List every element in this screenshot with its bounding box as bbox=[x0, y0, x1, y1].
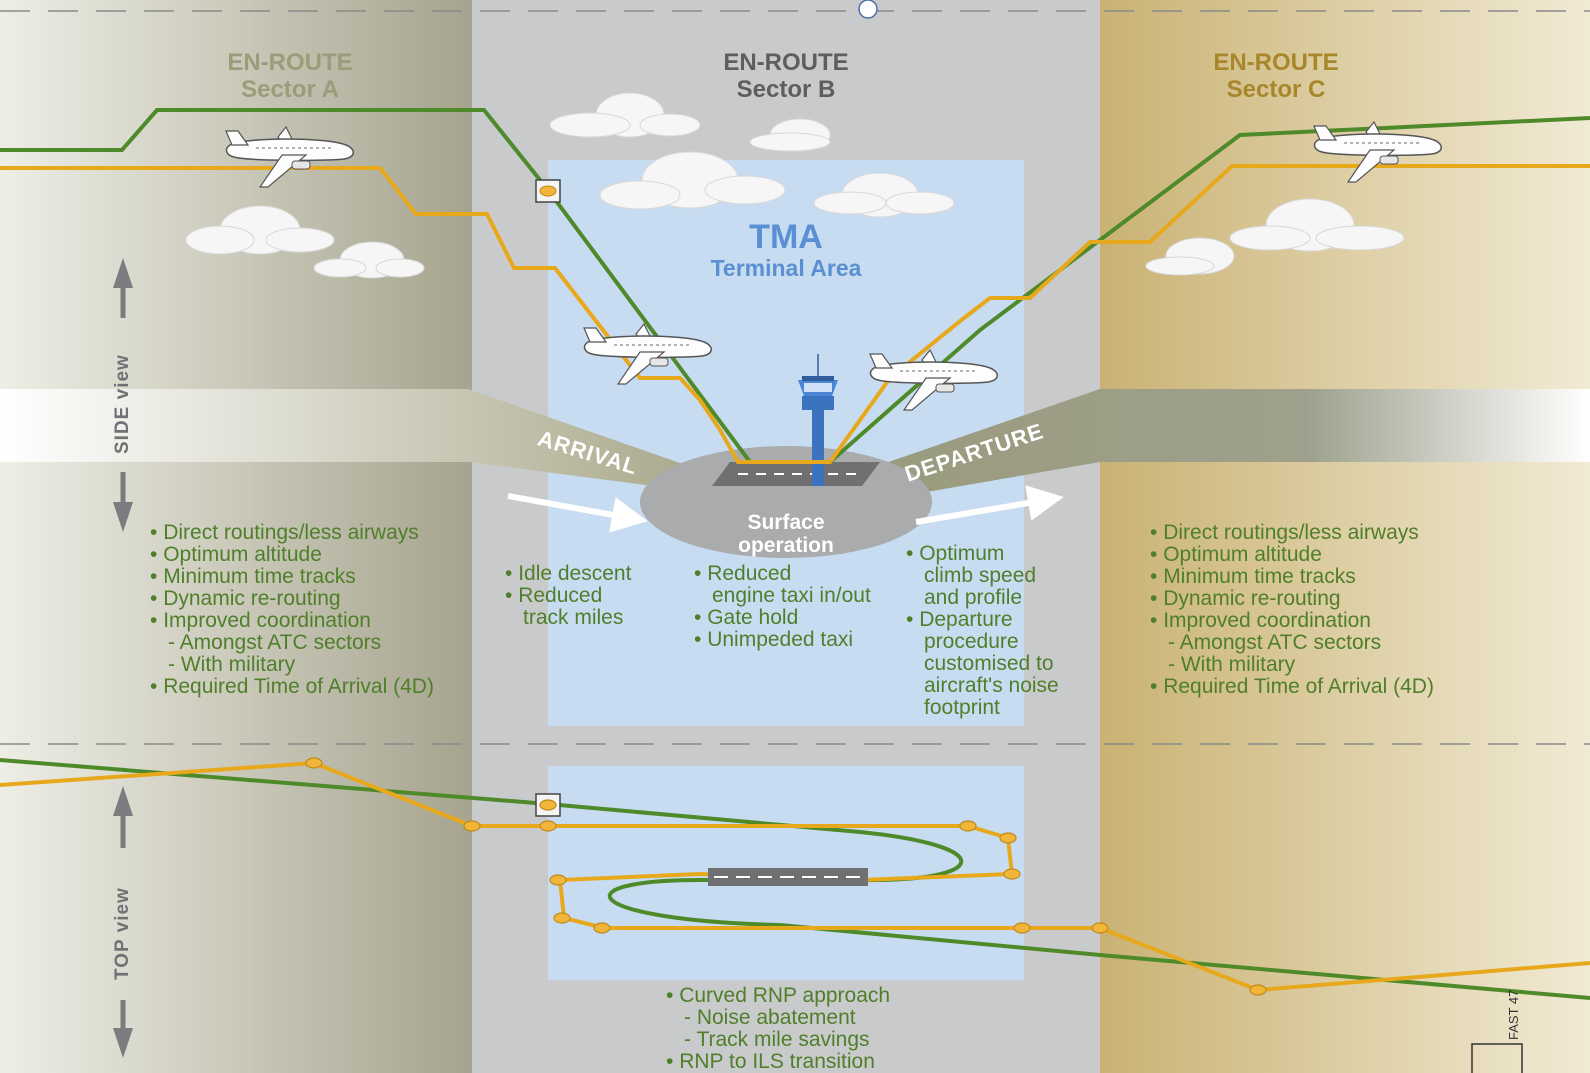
top-handle bbox=[858, 0, 878, 19]
waypoint-dot bbox=[463, 820, 481, 832]
benefit-item: Optimum bbox=[906, 543, 1059, 565]
sector-a-subtitle: Sector A bbox=[241, 76, 339, 103]
cloud bbox=[599, 151, 786, 210]
waypoint-dot bbox=[959, 820, 977, 832]
aircraft-icon bbox=[225, 125, 354, 188]
top-view-axis-arrow bbox=[113, 786, 133, 1058]
benefit-item: Dynamic re-routing bbox=[1150, 588, 1434, 610]
benefit-item: Direct routings/less airways bbox=[150, 522, 434, 544]
departure-band bbox=[880, 389, 1590, 500]
benefit-item: Improved coordination bbox=[1150, 610, 1434, 632]
aircraft-icon bbox=[583, 322, 712, 385]
tma-subtitle: Terminal Area bbox=[711, 255, 862, 281]
waypoint-dot bbox=[553, 912, 571, 924]
benefit-item: Direct routings/less airways bbox=[1150, 522, 1434, 544]
benefit-item: aircraft's noise bbox=[924, 674, 1059, 697]
benefit-item: track miles bbox=[523, 606, 624, 629]
waypoint-dot bbox=[1013, 922, 1031, 934]
cloud bbox=[549, 92, 701, 138]
sector-a-title: EN-ROUTE bbox=[227, 49, 352, 76]
control-tower-icon bbox=[798, 354, 838, 486]
benefit-item: Improved coordination bbox=[150, 610, 434, 632]
benefit-item: - Track mile savings bbox=[684, 1028, 870, 1051]
surface-operation-label-line1: Surface bbox=[747, 511, 824, 534]
waypoint-dot bbox=[1003, 868, 1021, 880]
sector-c-subtitle: Sector C bbox=[1227, 76, 1326, 103]
waypoint-dot bbox=[549, 874, 567, 886]
aircraft-icon bbox=[869, 348, 998, 411]
waypoint-dots bbox=[305, 757, 1267, 996]
tma-title: TMA bbox=[749, 218, 823, 256]
top-view-label: TOP view bbox=[112, 887, 133, 980]
cloud bbox=[313, 241, 425, 279]
waypoint-dot bbox=[593, 922, 611, 934]
surface-operation-label-line2: operation bbox=[738, 534, 834, 557]
clouds bbox=[185, 92, 1405, 279]
side-view-axis-arrow bbox=[113, 258, 133, 532]
sector-c-title: EN-ROUTE bbox=[1213, 49, 1338, 76]
benefit-item: procedure bbox=[924, 630, 1019, 653]
sector-b-subtitle: Sector B bbox=[737, 76, 836, 103]
benefit-item: Required Time of Arrival (4D) bbox=[1150, 676, 1434, 698]
benefit-item: Optimum altitude bbox=[1150, 544, 1434, 566]
orange-track-side bbox=[0, 164, 1590, 464]
waypoint-dot bbox=[999, 832, 1017, 844]
cloud bbox=[813, 172, 955, 218]
sector-a-benefits: Direct routings/less airwaysOptimum alti… bbox=[150, 522, 434, 698]
corner-frame bbox=[1471, 1043, 1523, 1073]
waypoint-dot bbox=[1249, 984, 1267, 996]
benefit-item: Reduced bbox=[694, 563, 871, 585]
benefit-item: Minimum time tracks bbox=[150, 566, 434, 588]
benefit-item: and profile bbox=[924, 586, 1023, 609]
waypoint-dot bbox=[305, 757, 323, 769]
arrival-flow-arrow bbox=[507, 493, 648, 533]
benefit-item: Gate hold bbox=[694, 607, 871, 629]
benefit-item: Unimpeded taxi bbox=[694, 629, 871, 651]
cloud bbox=[1229, 198, 1405, 252]
departure-flow-arrow bbox=[915, 485, 1064, 525]
benefit-item: Curved RNP approach bbox=[666, 985, 890, 1007]
tma-top-benefits: Curved RNP approach- Noise abatement- Tr… bbox=[666, 985, 890, 1073]
sector-c-benefits: Direct routings/less airwaysOptimum alti… bbox=[1150, 522, 1434, 698]
side-view-label: SIDE view bbox=[112, 354, 133, 454]
benefit-item: - With military bbox=[1168, 653, 1296, 676]
sector-b-title: EN-ROUTE bbox=[723, 49, 848, 76]
aircraft-icon bbox=[1313, 120, 1442, 183]
benefit-item: - Noise abatement bbox=[684, 1006, 856, 1029]
benefit-item: climb speed bbox=[924, 564, 1037, 587]
cloud bbox=[185, 205, 335, 255]
benefit-item: - With military bbox=[168, 653, 296, 676]
benefit-item: customised to bbox=[924, 652, 1054, 675]
figure-id: FAST 47 bbox=[1506, 989, 1521, 1040]
benefit-item: Idle descent bbox=[505, 563, 631, 585]
waypoint-dot bbox=[539, 185, 557, 197]
benefit-item: Dynamic re-routing bbox=[150, 588, 434, 610]
arrival-benefits: Idle descentReducedtrack miles bbox=[505, 563, 631, 629]
benefit-item: Departure bbox=[906, 609, 1059, 631]
benefit-item: - Amongst ATC sectors bbox=[1168, 631, 1382, 654]
benefit-item: Required Time of Arrival (4D) bbox=[150, 676, 434, 698]
benefit-item: Minimum time tracks bbox=[1150, 566, 1434, 588]
waypoint-dot bbox=[539, 820, 557, 832]
benefit-item: RNP to ILS transition bbox=[666, 1051, 890, 1073]
waypoint-dot bbox=[1091, 922, 1109, 934]
benefit-item: - Amongst ATC sectors bbox=[168, 631, 382, 654]
green-track-top bbox=[0, 758, 1590, 1000]
waypoint-dot bbox=[539, 799, 557, 811]
benefit-item: footprint bbox=[924, 696, 1000, 719]
arrival-band bbox=[0, 389, 700, 492]
benefit-item: engine taxi in/out bbox=[712, 584, 871, 607]
benefit-item: Optimum altitude bbox=[150, 544, 434, 566]
benefit-item: Reduced bbox=[505, 585, 631, 607]
cloud bbox=[749, 118, 831, 152]
cloud bbox=[1145, 237, 1235, 276]
